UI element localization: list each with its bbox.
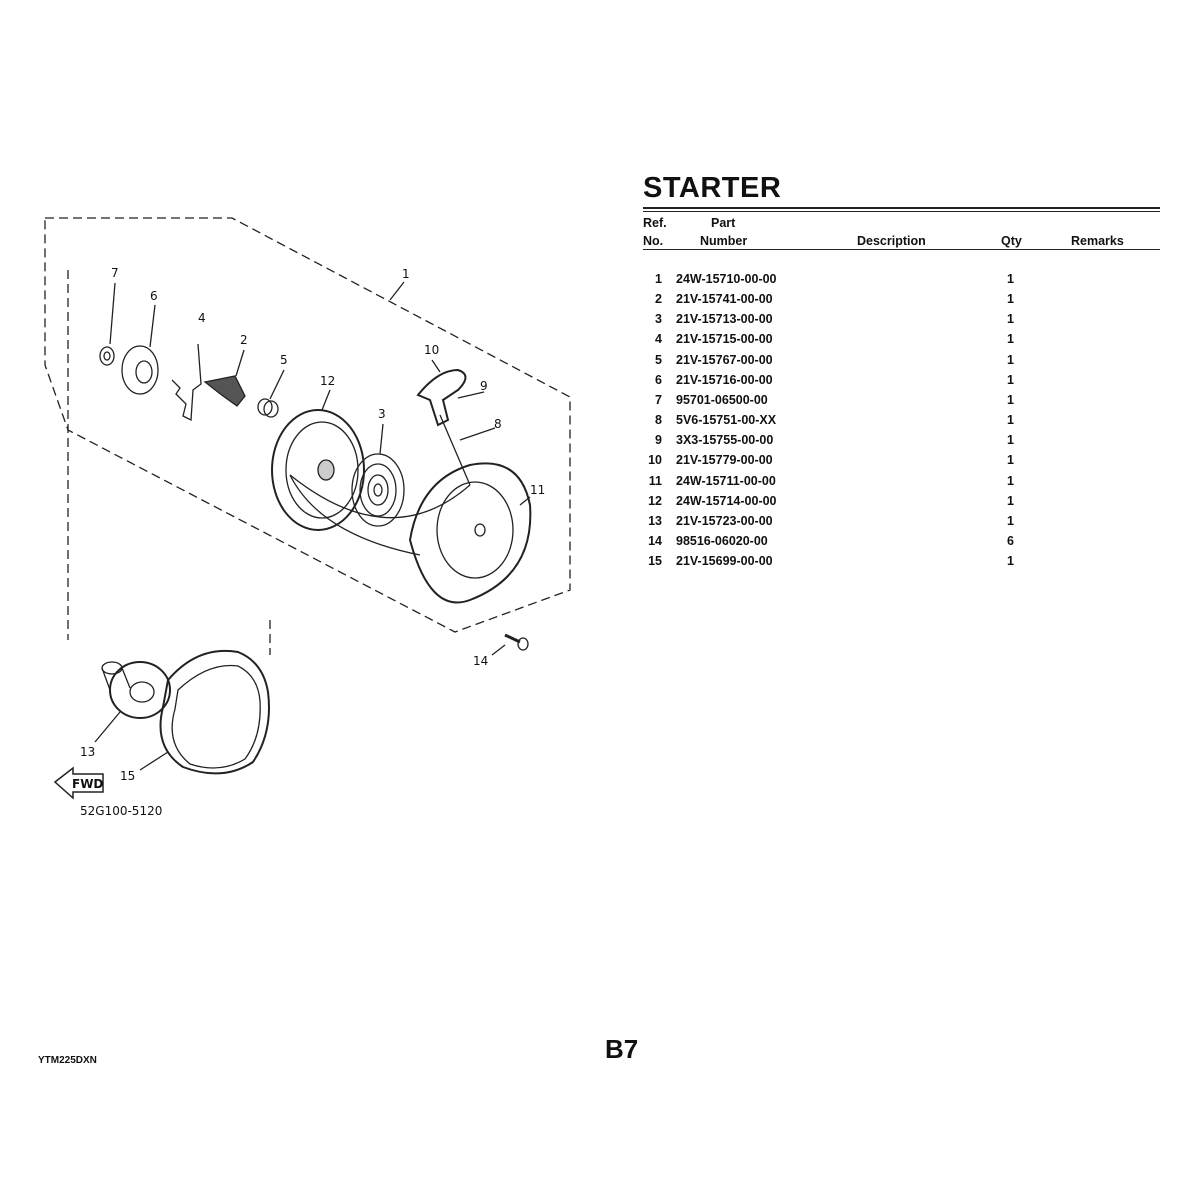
model-code: YTM225DXN	[38, 1055, 97, 1066]
starter-case-part	[408, 462, 532, 604]
part-number: 98516-06020-00	[676, 533, 768, 548]
drum-sheave-part	[271, 389, 365, 531]
nut-flange-part	[99, 282, 116, 366]
ref-number: 15	[648, 554, 662, 569]
starter-spring-part	[351, 423, 405, 527]
quantity: 1	[1007, 554, 1014, 569]
callout-13: 13	[80, 745, 95, 759]
part-number: 21V-15779-00-00	[676, 453, 773, 468]
quantity: 1	[1007, 513, 1014, 528]
assembly-boundary	[44, 217, 571, 633]
pan-head-screw-part	[491, 633, 529, 656]
header-remarks: Remarks	[1071, 234, 1124, 248]
quantity: 1	[1007, 332, 1014, 347]
part-number: 3X3-15755-00-00	[676, 433, 774, 448]
header-description: Description	[857, 234, 926, 248]
page-number: B7	[605, 1034, 639, 1064]
callout-10: 10	[424, 343, 439, 357]
part-number: 21V-15723-00-00	[676, 513, 773, 528]
quantity: 1	[1007, 473, 1014, 488]
ref-number: 3	[655, 312, 662, 327]
callout-12: 12	[320, 374, 335, 388]
ref-number: 6	[655, 372, 662, 387]
ref-number: 13	[648, 513, 662, 528]
ref-number: 10	[648, 453, 662, 468]
header-no: No.	[643, 234, 664, 248]
part-number: 5V6-15751-00-XX	[676, 413, 777, 428]
callout-9: 9	[480, 379, 488, 393]
header-rule	[643, 249, 1160, 250]
header-qty: Qty	[1001, 234, 1022, 248]
ref-number: 8	[655, 413, 662, 428]
quantity: 1	[1007, 413, 1014, 428]
part-number: 21V-15716-00-00	[676, 372, 773, 387]
ref-number: 12	[648, 493, 662, 508]
friction-spring-part	[171, 343, 202, 422]
ref-number: 1	[655, 272, 662, 286]
ref-number: 4	[655, 332, 662, 347]
fwd-label: FWD	[72, 777, 103, 791]
quantity: 1	[1007, 312, 1014, 327]
part-number: 24W-15714-00-00	[676, 493, 777, 508]
part-number: 21V-15741-00-00	[676, 292, 773, 307]
ref-number: 9	[655, 433, 662, 448]
drive-plate-part	[121, 304, 159, 395]
ref-number: 5	[655, 352, 662, 367]
header-ref: Ref.	[643, 216, 667, 230]
quantity: 1	[1007, 453, 1014, 468]
starter-handle-part	[416, 359, 485, 427]
exploded-parts-diagram: FWD 52G100-5120 1 2 3 4 5 6 7 8 9 10 11 …	[44, 217, 571, 818]
page-title: STARTER	[643, 172, 782, 204]
part-number: 95701-06500-00	[676, 392, 768, 407]
gasket-part	[139, 649, 270, 775]
callout-4: 4	[198, 311, 206, 325]
callout-7: 7	[111, 266, 119, 280]
part-number: 21V-15767-00-00	[676, 352, 773, 367]
starter-wire-part	[289, 414, 471, 556]
part-number: 21V-15699-00-00	[676, 554, 773, 569]
pulley-starter-part	[94, 661, 171, 743]
title-rule	[643, 207, 1160, 209]
quantity: 6	[1007, 533, 1014, 548]
part-number: 21V-15713-00-00	[676, 312, 773, 327]
pawl-part	[203, 349, 246, 407]
ref-number: 7	[655, 392, 662, 407]
quantity: 1	[1007, 433, 1014, 448]
ref-number: 11	[648, 473, 662, 488]
callout-1: 1	[402, 267, 410, 281]
forward-arrow-icon: FWD	[53, 766, 104, 800]
part-number: 24W-15711-00-00	[676, 473, 776, 488]
spring-part	[257, 369, 285, 418]
part-number: 21V-15715-00-00	[676, 332, 773, 347]
part-number: 24W-15710-00-00	[676, 272, 777, 286]
callout-5: 5	[280, 353, 288, 367]
quantity: 1	[1007, 372, 1014, 387]
callout-6: 6	[150, 289, 158, 303]
title-rule	[643, 211, 1160, 212]
callout-8: 8	[494, 417, 502, 431]
callout-11: 11	[530, 483, 545, 497]
drawing-code: 52G100-5120	[80, 804, 162, 818]
quantity: 1	[1007, 392, 1014, 407]
header-number: Number	[700, 234, 748, 248]
callout-14: 14	[473, 654, 488, 668]
quantity: 1	[1007, 352, 1014, 367]
callout-15: 15	[120, 769, 135, 783]
callout-2: 2	[240, 333, 248, 347]
ref-number: 14	[648, 533, 662, 548]
quantity: 1	[1007, 292, 1014, 307]
quantity: 1	[1007, 272, 1014, 286]
quantity: 1	[1007, 493, 1014, 508]
header-part: Part	[711, 216, 736, 230]
callout-3: 3	[378, 407, 386, 421]
ref-number: 2	[655, 292, 662, 307]
